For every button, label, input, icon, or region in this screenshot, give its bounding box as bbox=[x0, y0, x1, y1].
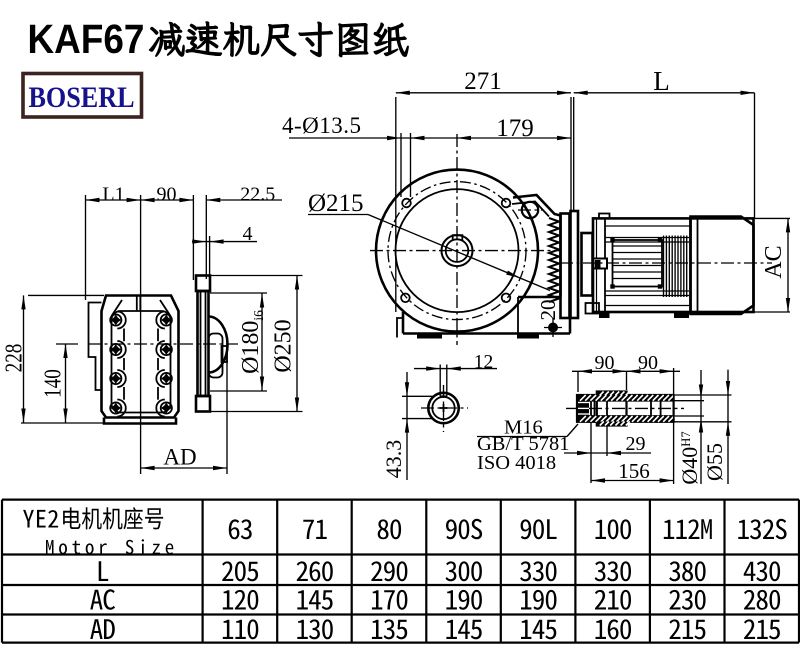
svg-text:156: 156 bbox=[618, 459, 650, 483]
svg-text:Ø250: Ø250 bbox=[271, 319, 297, 372]
svg-text:L1: L1 bbox=[102, 184, 124, 206]
svg-text:AD: AD bbox=[163, 445, 196, 470]
svg-text:140: 140 bbox=[40, 369, 67, 398]
svg-text:AC: AC bbox=[761, 245, 787, 278]
svg-text:GB/T 5781: GB/T 5781 bbox=[477, 433, 569, 455]
svg-text:4: 4 bbox=[243, 223, 253, 245]
svg-text:4-Ø13.5: 4-Ø13.5 bbox=[282, 113, 362, 138]
svg-text:179: 179 bbox=[496, 115, 534, 142]
svg-text:90: 90 bbox=[157, 184, 177, 206]
svg-text:43.3: 43.3 bbox=[381, 440, 406, 479]
svg-text:90: 90 bbox=[595, 352, 615, 374]
svg-text:12: 12 bbox=[474, 352, 494, 373]
svg-text:M16: M16 bbox=[504, 417, 543, 439]
svg-text:228: 228 bbox=[1, 343, 28, 372]
svg-text:22.5: 22.5 bbox=[240, 184, 275, 206]
svg-text:29: 29 bbox=[626, 433, 646, 455]
svg-text:BOSERL: BOSERL bbox=[29, 81, 135, 114]
svg-text:271: 271 bbox=[464, 68, 502, 95]
svg-text:Ø180i6: Ø180i6 bbox=[238, 310, 266, 374]
svg-text:20: 20 bbox=[536, 300, 560, 321]
svg-text:L: L bbox=[653, 66, 670, 96]
svg-text:Ø215: Ø215 bbox=[308, 190, 364, 217]
svg-text:Ø55: Ø55 bbox=[702, 443, 727, 481]
svg-text:ISO 4018: ISO 4018 bbox=[477, 452, 556, 474]
svg-text:90: 90 bbox=[638, 352, 658, 374]
